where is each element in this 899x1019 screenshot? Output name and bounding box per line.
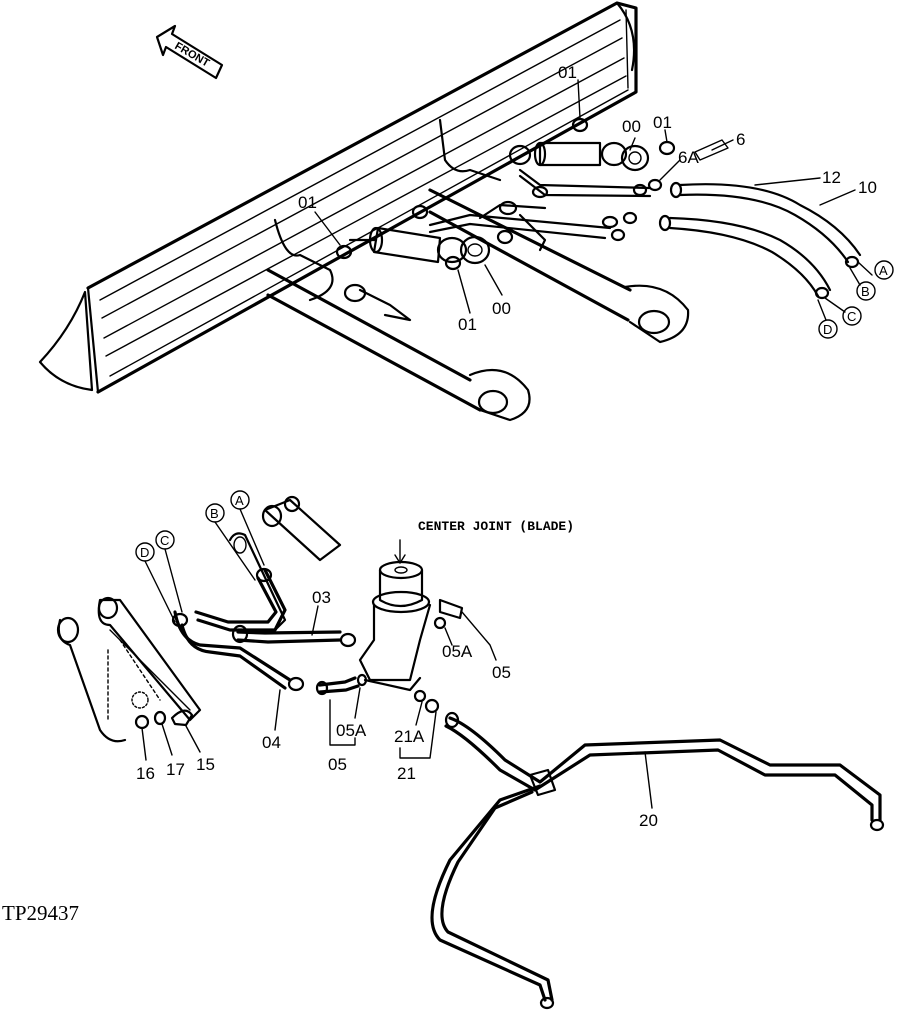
left-frame-bracket bbox=[56, 596, 202, 743]
callout-05A-right: 05A bbox=[442, 642, 473, 661]
center-joint-label: CENTER JOINT (BLADE) bbox=[418, 519, 574, 534]
callout-00-upper: 00 bbox=[622, 117, 641, 136]
callout-6A: 6A bbox=[678, 148, 699, 167]
callout-03: 03 bbox=[312, 588, 331, 607]
push-arm-lower bbox=[266, 268, 531, 422]
callout-00-bottom: 00 bbox=[492, 299, 511, 318]
callout-D-top: D bbox=[823, 322, 832, 337]
rigid-tubes-top bbox=[428, 139, 729, 240]
callout-21: 21 bbox=[397, 764, 416, 783]
callouts-bottom: A B C D 03 04 05A 05 05A 05 21A 21 20 16… bbox=[135, 490, 658, 830]
callout-01-upper-right: 01 bbox=[653, 113, 672, 132]
callout-B-top: B bbox=[861, 284, 870, 299]
rear-frame-bracket bbox=[228, 495, 342, 632]
callout-01-bottom: 01 bbox=[458, 315, 477, 334]
callout-16: 16 bbox=[136, 764, 155, 783]
callout-05-right: 05 bbox=[492, 663, 511, 682]
callout-20: 20 bbox=[639, 811, 658, 830]
callout-01-top: 01 bbox=[558, 63, 577, 82]
callout-D-bottom: D bbox=[140, 545, 149, 560]
callout-B-bottom: B bbox=[210, 506, 219, 521]
push-arm-upper bbox=[428, 188, 690, 344]
short-hoses-05 bbox=[315, 673, 440, 714]
blade-cylinder-lower bbox=[335, 226, 514, 271]
center-joint bbox=[358, 539, 464, 692]
hose-10-12 bbox=[658, 181, 862, 300]
tube-20 bbox=[430, 711, 885, 1010]
callout-21A: 21A bbox=[394, 727, 425, 746]
front-arrow: FRONT bbox=[155, 24, 224, 80]
callout-A-bottom: A bbox=[235, 493, 244, 508]
dozer-blade bbox=[38, 1, 638, 394]
callout-15: 15 bbox=[196, 755, 215, 774]
callout-6: 6 bbox=[736, 130, 745, 149]
callout-A-top: A bbox=[879, 263, 888, 278]
callout-05A-left: 05A bbox=[336, 721, 367, 740]
callout-C-bottom: C bbox=[160, 533, 169, 548]
blade-brackets bbox=[273, 118, 547, 322]
callout-05-left: 05 bbox=[328, 755, 347, 774]
callout-10: 10 bbox=[858, 178, 877, 197]
callouts-top: 01 00 01 6 6A 12 10 01 01 00 A B C D bbox=[298, 63, 894, 339]
figure-id: TP29437 bbox=[2, 901, 79, 925]
tubes-abcd bbox=[171, 567, 357, 692]
blade-cylinder-upper bbox=[508, 117, 676, 172]
callout-01-left: 01 bbox=[298, 193, 317, 212]
callout-12: 12 bbox=[822, 168, 841, 187]
callout-04: 04 bbox=[262, 733, 281, 752]
callout-17: 17 bbox=[166, 760, 185, 779]
callout-C-top: C bbox=[847, 309, 856, 324]
